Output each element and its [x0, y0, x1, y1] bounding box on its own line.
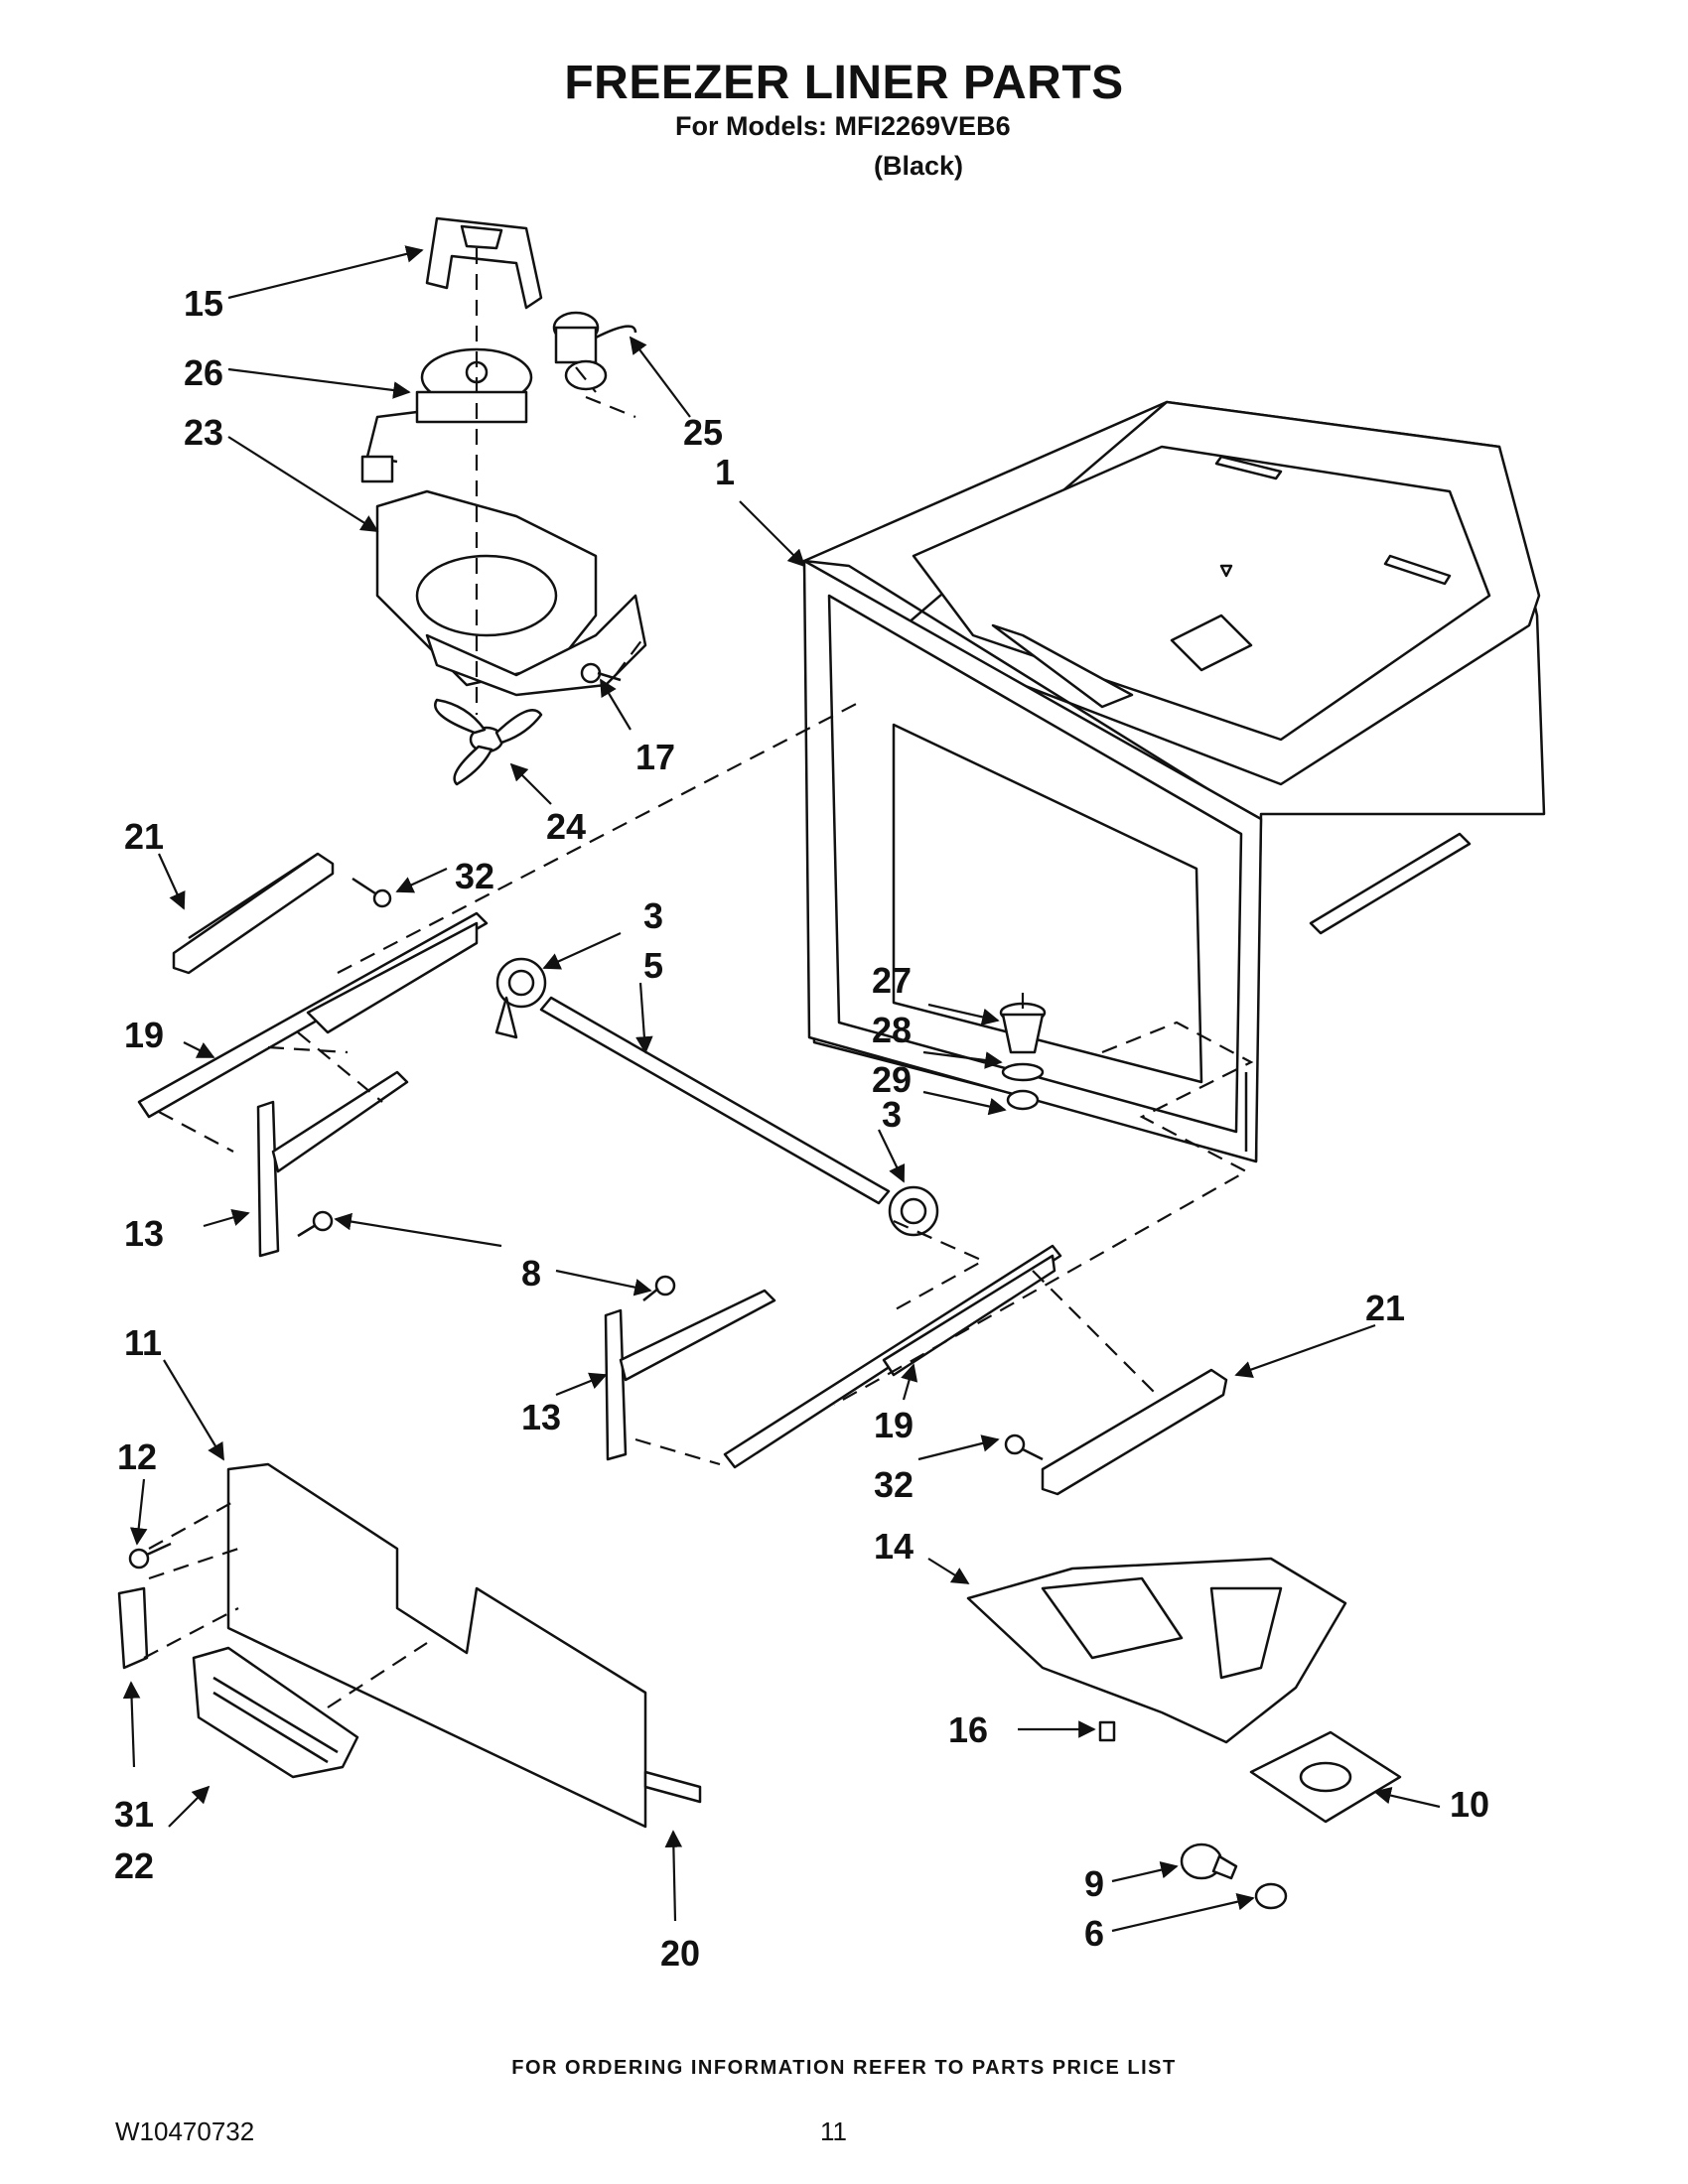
- part-17-screw: [580, 662, 622, 684]
- callout-12: 12: [117, 1436, 157, 1477]
- part-25-sensor: [552, 311, 637, 391]
- part-23-fan-shroud: [375, 489, 647, 697]
- models-line: For Models: MFI2269VEB6: [675, 111, 1011, 141]
- callout-13-left: 13: [124, 1213, 164, 1254]
- part-13-right-bracket: [604, 1289, 776, 1461]
- part-8-screw-left: [297, 1210, 334, 1238]
- callout-26: 26: [184, 352, 223, 393]
- part-11-cover-panel: [226, 1462, 647, 1829]
- part-10-label: [1249, 1730, 1402, 1824]
- page-title: FREEZER LINER PARTS: [564, 57, 1124, 109]
- part-3-gear-bottom: [888, 1185, 939, 1237]
- callout-13-right: 13: [521, 1397, 561, 1437]
- freezer-liner-bin: [802, 400, 1546, 1163]
- footer-ordering-note: FOR ORDERING INFORMATION REFER TO PARTS …: [511, 2057, 1177, 2079]
- page-number: 11: [820, 2116, 847, 2146]
- callout-8: 8: [521, 1253, 541, 1294]
- part-21-right-slide-bracket: [1041, 1368, 1228, 1496]
- callout-24: 24: [546, 806, 586, 847]
- part-21-left-slide-bracket: [172, 852, 335, 975]
- callout-28: 28: [872, 1010, 912, 1050]
- callout-6: 6: [1084, 1913, 1104, 1954]
- part-20-strip: [643, 1770, 702, 1804]
- callout-31: 31: [114, 1794, 154, 1835]
- part-9-bulb: [1180, 1843, 1238, 1880]
- callout-23: 23: [184, 412, 223, 453]
- callout-25: 25: [683, 412, 723, 453]
- callout-19-right: 19: [874, 1405, 914, 1445]
- callout-21-left: 21: [124, 816, 164, 857]
- part-13-left-bracket: [256, 1070, 409, 1258]
- part-5-shaft: [539, 996, 891, 1205]
- callout-17: 17: [635, 737, 675, 777]
- part-32-screw-bottom: [1004, 1433, 1044, 1461]
- part-14-tray: [966, 1557, 1347, 1744]
- callout-32-bottom: 32: [874, 1464, 914, 1505]
- part-19-right-slide-rail: [723, 1244, 1062, 1469]
- callout-20: 20: [660, 1933, 700, 1974]
- part-19-left-slide-rail: [137, 911, 489, 1119]
- callout-21-right: 21: [1365, 1288, 1405, 1328]
- callout-32-top: 32: [455, 856, 494, 896]
- callout-29: 29: [872, 1059, 912, 1100]
- callout-1: 1: [715, 452, 735, 492]
- part-16-switch: [1098, 1720, 1116, 1742]
- callout-3-top: 3: [643, 895, 663, 936]
- callout-11: 11: [124, 1322, 162, 1363]
- callout-9: 9: [1084, 1863, 1104, 1904]
- part-15-bracket: [425, 216, 543, 310]
- callout-15: 15: [184, 283, 223, 324]
- callout-3-bottom: 3: [882, 1094, 902, 1135]
- part-8-screw-right: [642, 1275, 676, 1301]
- part-27-28-29-stack: [999, 1002, 1047, 1111]
- part-22-grille: [192, 1646, 359, 1779]
- part-26-fan-motor: [360, 347, 533, 483]
- part-6-socket: [1254, 1882, 1288, 1910]
- document-number: W10470732: [115, 2116, 255, 2146]
- part-12-screw: [128, 1542, 172, 1570]
- callout-10: 10: [1450, 1784, 1489, 1825]
- callout-16: 16: [948, 1709, 988, 1750]
- callout-5: 5: [643, 945, 663, 986]
- part-24-fan-blade: [434, 698, 543, 786]
- part-32-screw-top: [352, 877, 392, 908]
- callout-27: 27: [872, 960, 912, 1001]
- part-31-clip: [117, 1586, 149, 1670]
- part-3-gear-top: [494, 957, 547, 1039]
- callout-14: 14: [874, 1526, 914, 1567]
- callout-19-left: 19: [124, 1015, 164, 1055]
- callout-22: 22: [114, 1845, 154, 1886]
- color-line: (Black): [874, 151, 964, 181]
